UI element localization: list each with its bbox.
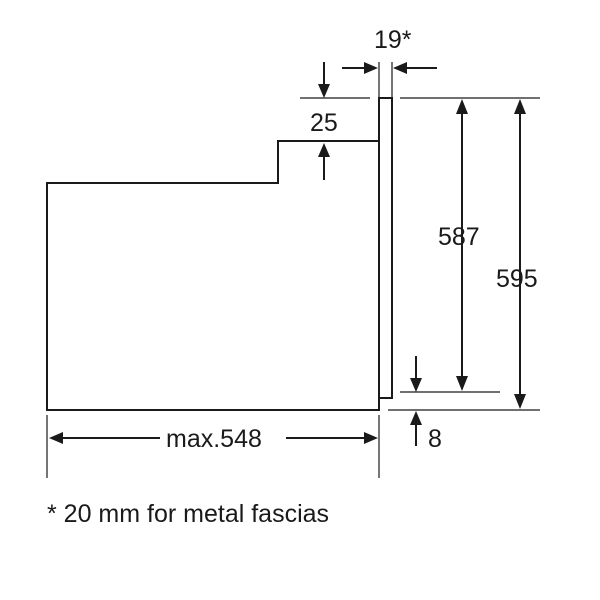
inner-height-dimension — [456, 99, 468, 391]
panel-gap-dimension — [342, 62, 437, 74]
inner-height-label: 587 — [438, 223, 480, 251]
bottom-gap-label: 8 — [428, 425, 442, 453]
bottom-gap-dimension — [410, 356, 422, 446]
step-height-dimension — [318, 62, 330, 180]
oven-body-outline — [46, 140, 380, 411]
total-height-dimension — [514, 99, 526, 409]
max-depth-label: max.548 — [166, 425, 262, 453]
front-panel-outline — [378, 97, 393, 410]
total-height-label: 595 — [496, 265, 538, 293]
panel-gap-label: 19* — [374, 26, 412, 54]
max-depth-dimension — [49, 432, 378, 444]
footnote: * 20 mm for metal fascias — [47, 500, 329, 528]
step-height-label: 25 — [310, 109, 338, 137]
